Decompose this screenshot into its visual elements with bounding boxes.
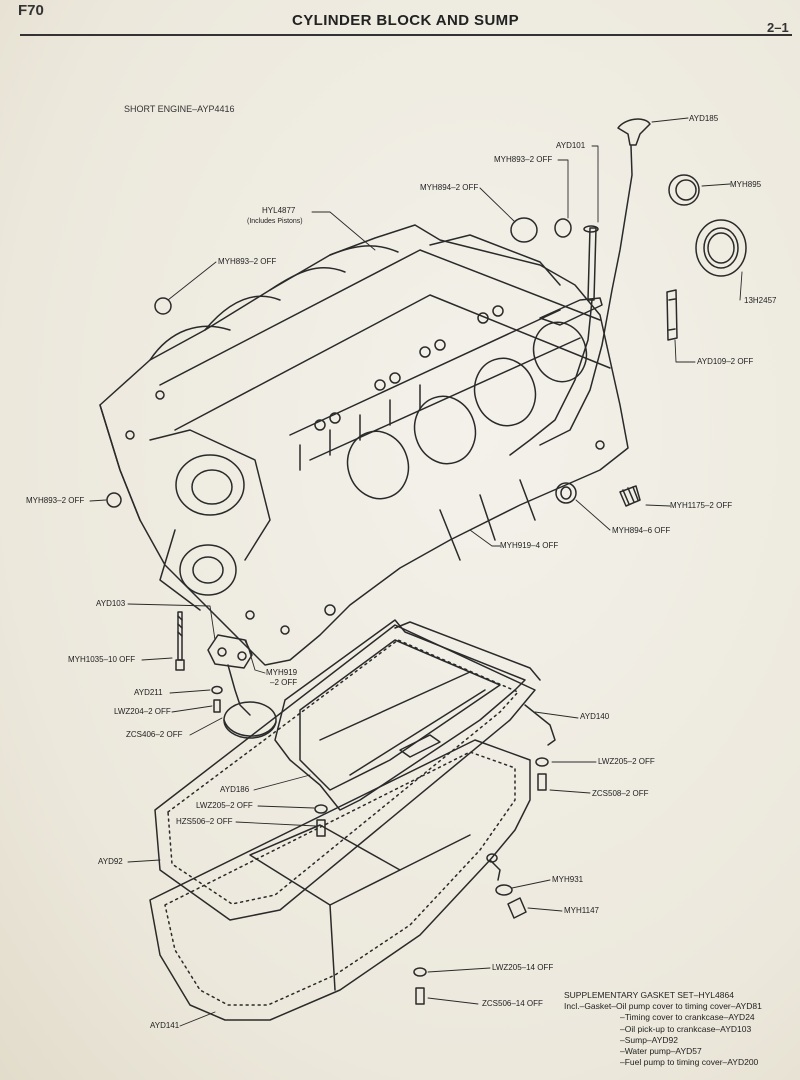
label-myh919-2: MYH919 (266, 668, 298, 677)
label-myh894-6: MYH894–6 OFF (612, 526, 671, 535)
top-right-parts (106, 174, 747, 508)
page-title: CYLINDER BLOCK AND SUMP (292, 12, 519, 29)
label-ayd211: AYD211 (134, 688, 163, 697)
label-lwz205-14: LWZ205–14 OFF (492, 963, 554, 972)
baffle-plate-drawing (274, 619, 556, 811)
label-zcs406: ZCS406–2 OFF (126, 730, 183, 739)
supplementary-gasket-note: SUPPLEMENTARY GASKET SET–HYL4864 Incl.–G… (564, 990, 762, 1068)
dipstick-drawing (509, 118, 651, 456)
label-lwz205-2a: LWZ205–2 OFF (598, 757, 655, 766)
label-13h2457: 13H2457 (744, 296, 777, 305)
cylinder-block-drawing (99, 224, 629, 666)
label-hyl4877-note: (Includes Pistons) (247, 218, 303, 225)
label-myh1147: MYH1147 (564, 906, 599, 915)
sump-gasket-drawing (154, 624, 536, 921)
label-hzs506: HZS506–2 OFF (176, 817, 233, 826)
label-ayd186: AYD186 (220, 785, 250, 794)
label-myh1035: MYH1035–10 OFF (68, 655, 136, 664)
label-ayd92: AYD92 (98, 857, 123, 866)
label-hyl4877: HYL4877 (262, 206, 296, 215)
gasket-line-1: Incl.–Gasket–Oil pump cover to timing co… (564, 1001, 762, 1012)
label-ayd101: AYD101 (556, 141, 586, 150)
label-zcs508: ZCS508–2 OFF (592, 789, 649, 798)
hardware-drawing (314, 757, 549, 1005)
label-lwz205-2b: LWZ205–2 OFF (196, 801, 253, 810)
label-myh931: MYH931 (552, 875, 584, 884)
leader-lines (89, 117, 743, 1027)
gasket-line-2: –Timing cover to crankcase–AYD24 (620, 1012, 755, 1023)
label-myh893-top: MYH893–2 OFF (494, 155, 553, 164)
sump-pan-drawing (149, 739, 531, 1021)
label-zcs506-14: ZCS506–14 OFF (482, 999, 543, 1008)
label-myh1175: MYH1175–2 OFF (670, 501, 733, 510)
gasket-set-title: SUPPLEMENTARY GASKET SET–HYL4864 (564, 990, 734, 1000)
label-myh895: MYH895 (730, 180, 762, 189)
header-rule (20, 34, 792, 36)
label-lwz204: LWZ204–2 OFF (114, 707, 171, 716)
label-ayd185: AYD185 (689, 114, 719, 123)
gasket-line-4: –Sump–AYD92 (620, 1034, 678, 1045)
label-myh919-2-qty: –2 OFF (270, 678, 298, 687)
label-ayd141: AYD141 (150, 1021, 180, 1030)
gasket-line-3: –Oil pick-up to crankcase–AYD103 (620, 1023, 752, 1034)
label-ayd103: AYD103 (96, 599, 126, 608)
gasket-line-6: –Fuel pump to timing cover–AYD200 (620, 1057, 759, 1068)
gasket-line-5: –Water pump–AYD57 (620, 1046, 702, 1057)
section-number: 2–1 (767, 20, 789, 35)
short-engine-label: SHORT ENGINE–AYP4416 (124, 104, 235, 114)
page-reference: F70 (18, 2, 44, 19)
label-ayd109: AYD109–2 OFF (697, 357, 754, 366)
oil-pickup-drawing (175, 611, 277, 739)
label-myh919-4: MYH919–4 OFF (500, 541, 559, 550)
label-myh893-left: MYH893–2 OFF (218, 257, 277, 266)
label-myh893-mid: MYH893–2 OFF (26, 496, 85, 505)
label-myh894-top: MYH894–2 OFF (420, 183, 479, 192)
label-ayd140: AYD140 (580, 712, 610, 721)
